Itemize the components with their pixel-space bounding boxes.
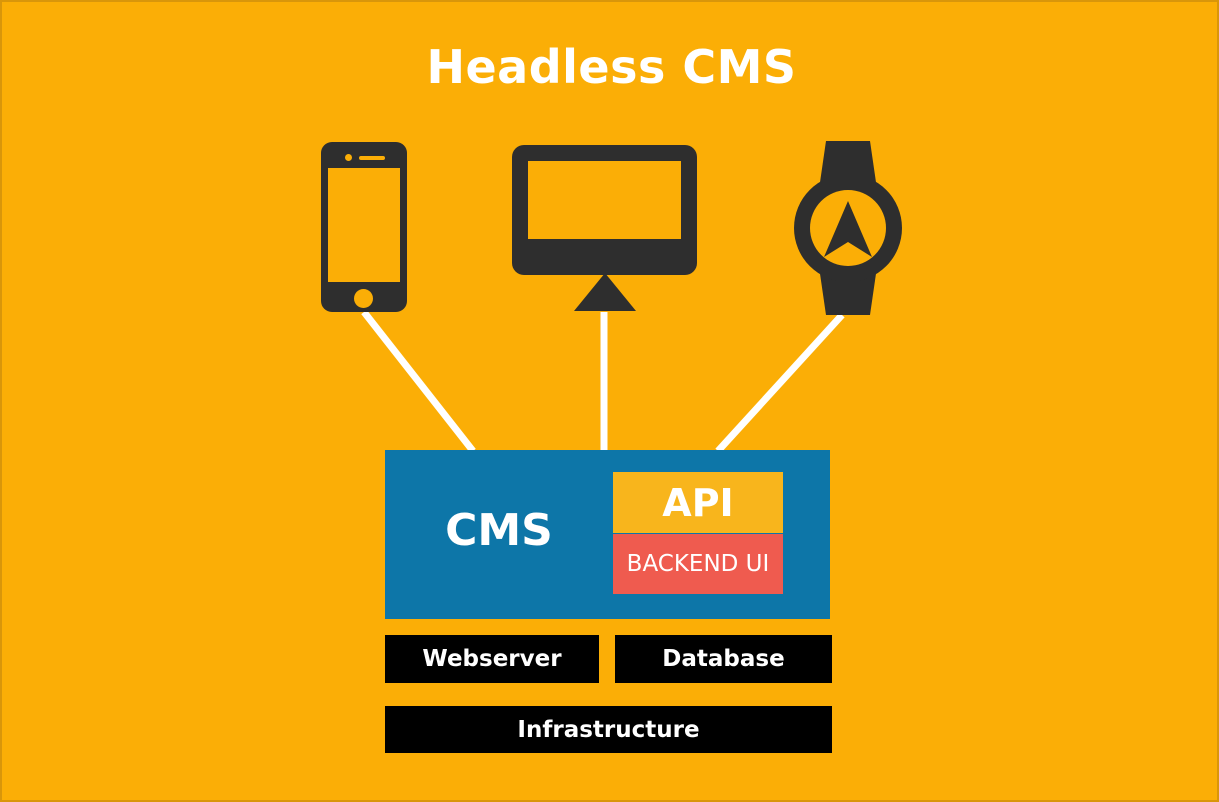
cms-label: CMS [445, 505, 553, 556]
database-box: Database [615, 635, 832, 683]
infrastructure-box: Infrastructure [385, 706, 832, 753]
smartwatch-icon [793, 141, 903, 315]
smartwatch-navigation-arrow-icon [824, 201, 872, 257]
connector-phone-to-cms [361, 309, 476, 454]
smartphone-speaker-bar [359, 156, 385, 160]
monitor-stand [574, 273, 636, 311]
smartphone-screen [328, 168, 400, 282]
backend-ui-box: BACKEND UI [613, 534, 783, 594]
smartphone-home-button [354, 289, 373, 308]
webserver-box: Webserver [385, 635, 599, 683]
monitor-icon [512, 145, 697, 312]
api-label: API [662, 480, 734, 525]
connector-watch-to-cms [715, 312, 845, 454]
smartphone-camera-dot [345, 154, 352, 161]
monitor-screen [528, 161, 681, 239]
smartphone-icon [321, 142, 407, 312]
backend-ui-label: BACKEND UI [626, 550, 770, 577]
page-title: Headless CMS [426, 40, 797, 94]
api-box: API [613, 472, 783, 533]
